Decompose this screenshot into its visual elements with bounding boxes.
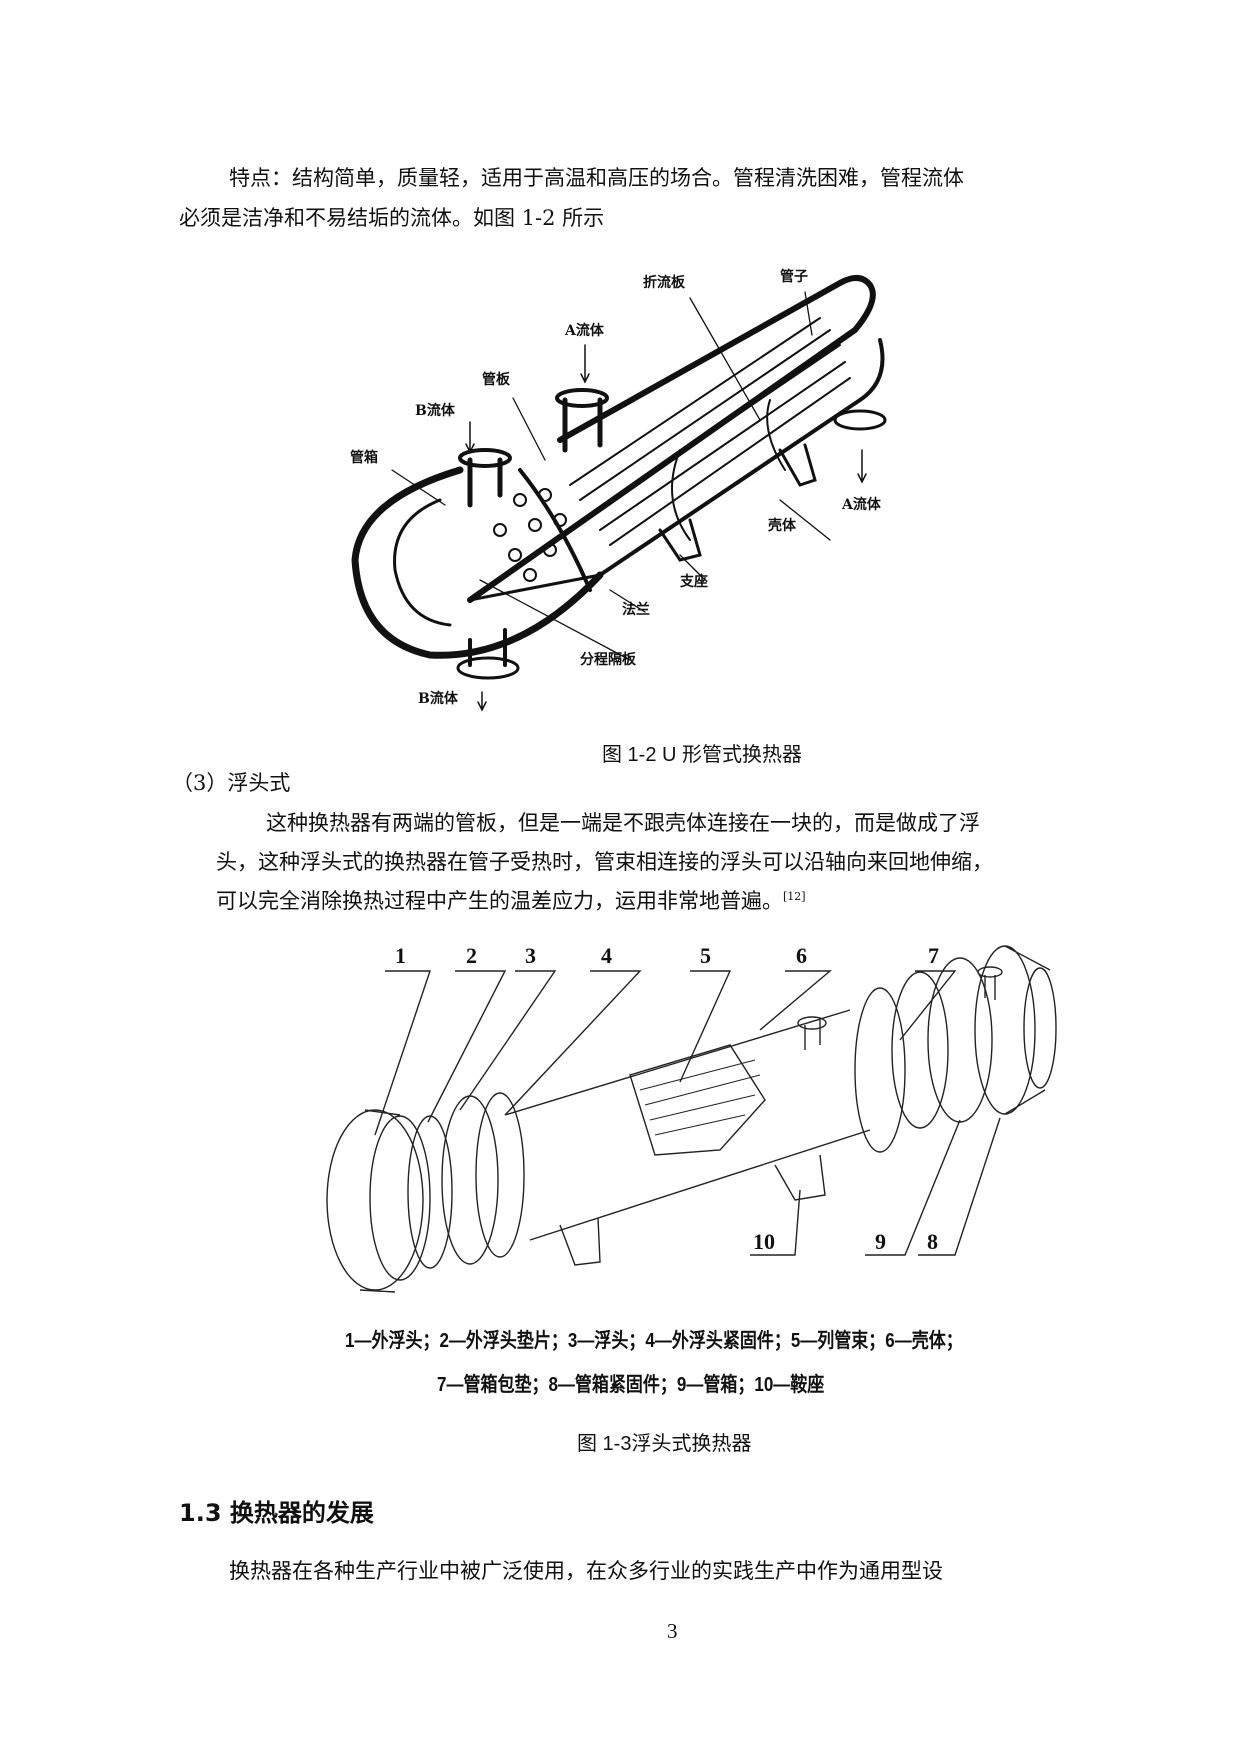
paragraph-line: 头，这种浮头式的换热器在管子受热时，管束相连接的浮头可以沿轴向来回地伸缩，: [216, 850, 993, 874]
label-baffle: 折流板: [643, 275, 685, 291]
part-number-2: 2: [466, 943, 477, 968]
label-a-fluid-in: A流体: [565, 323, 604, 339]
paragraph-line: 换热器在各种生产行业中被广泛使用，在众多行业的实践生产中作为通用型设: [229, 1559, 943, 1583]
part-number-10: 10: [753, 1229, 775, 1254]
section-heading: 1.3 换热器的发展: [179, 1499, 374, 1527]
part-number-9: 9: [875, 1229, 886, 1254]
label-flange: 法兰: [622, 602, 650, 618]
subsection-heading: （3）浮头式: [172, 771, 291, 795]
citation: [12]: [783, 890, 806, 903]
label-a-fluid-out: A流体: [842, 497, 881, 513]
part-number-4: 4: [601, 943, 612, 968]
label-b-fluid-in: B流体: [415, 403, 455, 419]
paragraph-line: 这种换热器有两端的管板，但是一端是不跟壳体连接在一块的，而是做成了浮: [266, 811, 980, 835]
label-b-fluid-out: B流体: [418, 691, 458, 707]
paragraph-line: 特点：结构简单，质量轻，适用于高温和高压的场合。管程清洗困难，管程流体: [229, 166, 964, 190]
figure-caption: 图 1-2 U 形管式换热器: [602, 744, 803, 766]
figure-caption: 图 1-3浮头式换热器: [577, 1433, 752, 1455]
label-pass-partition: 分程隔板: [580, 652, 636, 668]
label-tube: 管子: [780, 269, 808, 285]
figure-legend-line: 7—管箱包垫；8—管箱紧固件；9—管箱；10—鞍座: [437, 1374, 825, 1396]
label-channel: 管箱: [350, 450, 378, 466]
part-number-8: 8: [927, 1229, 938, 1254]
label-tube-sheet: 管板: [482, 372, 510, 388]
paragraph-text: 可以完全消除换热过程中产生的温差应力，运用非常地普遍。: [216, 889, 783, 913]
label-shell: 壳体: [768, 518, 796, 534]
label-support: 支座: [680, 574, 708, 590]
paragraph-line: 可以完全消除换热过程中产生的温差应力，运用非常地普遍。[12]: [216, 891, 806, 912]
figure-legend-line: 1—外浮头；2—外浮头垫片；3—浮头；4—外浮头紧固件；5—列管束；6—壳体；: [345, 1330, 963, 1352]
part-number-1: 1: [395, 943, 406, 968]
part-number-5: 5: [700, 943, 711, 968]
part-number-7: 7: [928, 943, 939, 968]
part-number-3: 3: [525, 943, 536, 968]
page-number: 3: [667, 1619, 678, 1643]
paragraph-line: 必须是洁净和不易结垢的流体。如图 1-2 所示: [179, 206, 605, 230]
part-number-6: 6: [796, 943, 807, 968]
